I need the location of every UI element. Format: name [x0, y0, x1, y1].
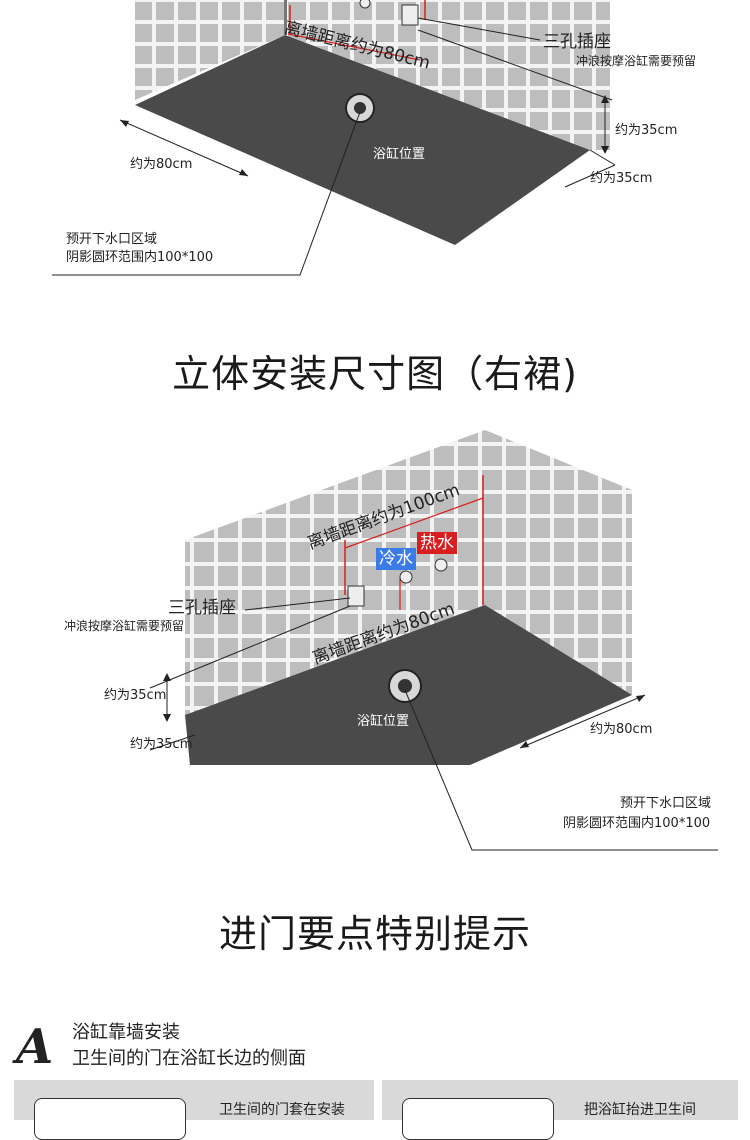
socket-note: 冲浪按摩浴缸需要预留	[576, 54, 697, 68]
top-installation-diagram: 离墙距离约为80cm 三孔插座 冲浪按摩浴缸需要预留 约为35cm 约为35cm…	[0, 0, 750, 300]
bottom-installation-diagram: 离墙距离约为100cm 冷水 热水 三孔插座 冲浪按摩浴缸需要预留 离墙距离约为…	[0, 420, 750, 860]
arrow-w1	[120, 120, 129, 127]
tip-a-line1: 浴缸靠墙安装	[72, 1022, 180, 1043]
pipe-icon	[359, 0, 371, 9]
section-title-installation: 立体安装尺寸图（右裙)	[172, 352, 578, 396]
socket-leader	[417, 17, 541, 41]
right-wall-tiles	[485, 430, 632, 695]
dim-depth-35	[149, 734, 196, 751]
tip-a-panel-left: 卫生间的门套在安装	[14, 1080, 374, 1140]
tub-position-label: 浴缸位置	[373, 147, 426, 162]
red-guide-3	[287, 33, 421, 61]
socket-box-icon	[347, 585, 365, 607]
arrow-w1	[520, 741, 529, 748]
tip-a-panel-right-frame	[402, 1098, 554, 1140]
drain-leader	[52, 111, 361, 276]
dim-depth-35-ext	[589, 149, 616, 166]
arrow-up	[163, 673, 171, 681]
arrow-down	[601, 146, 609, 154]
hot-water-tag: 热水	[417, 532, 457, 554]
hot-valve-icon	[434, 558, 448, 572]
cold-water-tag: 冷水	[376, 548, 416, 570]
tip-a-panel-right-text: 把浴缸抬进卫生间	[584, 1102, 696, 1118]
drain-note-line2: 阴影圆环范围内100*100	[66, 250, 214, 265]
arrow-w2	[239, 169, 248, 176]
back-wall-tiles	[185, 430, 485, 715]
dim-wall-ext	[149, 605, 351, 689]
wall-corner-shade	[284, 0, 287, 35]
height-35-label: 约为35cm	[615, 123, 678, 138]
tip-a-panel-right: 把浴缸抬进卫生间	[382, 1080, 738, 1140]
drain-note-line2: 阴影圆环范围内100*100	[563, 816, 711, 831]
tip-a-header: A 浴缸靠墙安装 卫生间的门在浴缸长边的侧面	[14, 1020, 734, 1075]
socket-note: 冲浪按摩浴缸需要预留	[64, 619, 185, 633]
socket-box-icon	[401, 4, 419, 26]
dim-width-80	[519, 694, 646, 749]
dim-width-80	[119, 119, 249, 177]
tip-a-panel-left-text: 卫生间的门套在安装	[219, 1102, 345, 1118]
drain-leader	[404, 689, 718, 851]
tip-a-letter-icon: A	[16, 1019, 54, 1075]
arrow-w2	[636, 695, 645, 702]
drain-hole	[354, 102, 366, 114]
arrow-down	[163, 714, 171, 722]
tub-position-label: 浴缸位置	[357, 714, 410, 729]
section-title-door-tips: 进门要点特别提示	[218, 912, 531, 956]
tip-a-panel-left-frame	[34, 1098, 186, 1140]
dim-wall-line	[417, 29, 613, 101]
red-guide-diag	[344, 497, 484, 549]
height-35-label: 约为35cm	[104, 688, 167, 703]
socket-label: 三孔插座	[543, 32, 611, 52]
drain-hole	[398, 679, 412, 693]
tip-a-line2: 卫生间的门在浴缸长边的侧面	[72, 1048, 306, 1069]
top-diagram-drawing	[52, 0, 616, 276]
drain-note-line1: 预开下水口区域	[66, 232, 158, 247]
socket-leader	[244, 597, 351, 611]
dim-depth-35	[564, 164, 616, 188]
floor	[135, 35, 590, 245]
width-80-label: 约为80cm	[130, 157, 193, 172]
bottom-diagram-drawing	[149, 430, 718, 851]
cold-valve-icon	[399, 570, 413, 584]
width-80-label: 约为80cm	[590, 722, 653, 737]
depth-35-label: 约为35cm	[590, 171, 653, 186]
socket-label: 三孔插座	[168, 598, 236, 618]
left-wall-tiles	[135, 0, 285, 100]
arrow-up	[601, 95, 609, 103]
depth-35-label: 约为35cm	[130, 737, 193, 752]
drain-note-line1: 预开下水口区域	[620, 796, 712, 811]
